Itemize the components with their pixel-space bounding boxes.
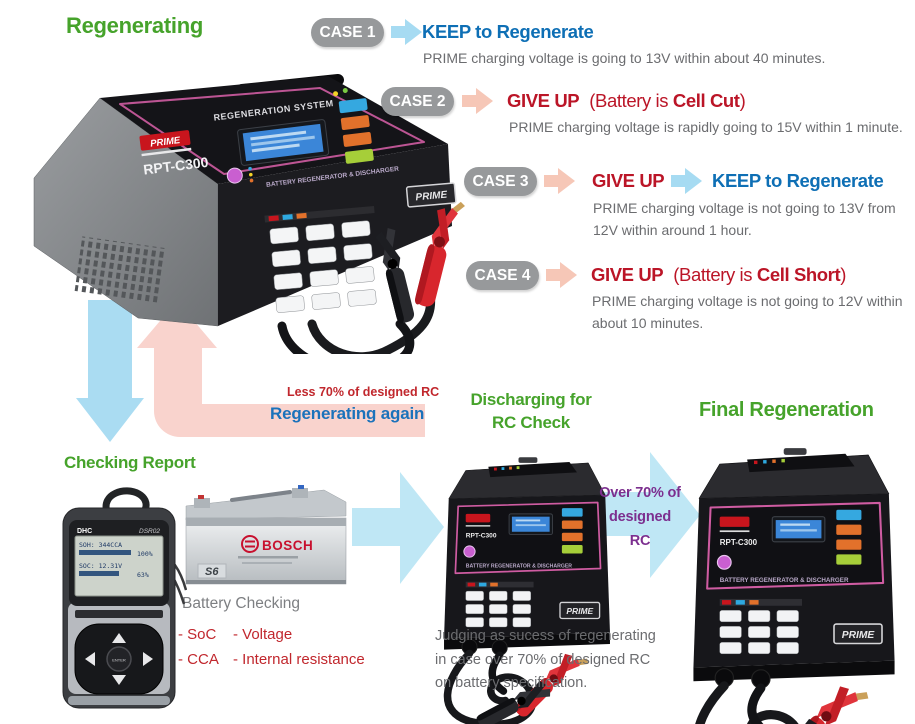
tester-left-button (85, 652, 95, 666)
tester-enter-label: ENTER (112, 658, 126, 663)
tester-right-button (143, 652, 153, 666)
device-button-green (344, 148, 374, 164)
tester-lcd-row3: SOC: 12.31V (79, 562, 122, 570)
battery-terminal-left (194, 498, 210, 508)
tester-lcd-row1: SOH: 344CCA (79, 541, 122, 549)
case-4-desc: PRIME charging voltage is not going to 1… (592, 293, 903, 331)
device-button-orange1 (340, 115, 370, 130)
case-1-arrow-icon (391, 19, 422, 45)
case-4-note: (Battery is Cell Short) (673, 264, 847, 285)
case-2-desc: PRIME charging voltage is rapidly going … (509, 119, 903, 135)
device-model-label: RPT-C300 (142, 154, 209, 178)
case-3-result: GIVE UP (592, 170, 665, 191)
flow-down-arrow-icon (76, 300, 144, 442)
device-cables (277, 289, 436, 354)
bosch-battery-photo: BOSCH S6 (185, 485, 347, 585)
battery-brand-label: BOSCH (262, 538, 313, 553)
device-keypad: PRIME (264, 182, 457, 313)
case-2-result: GIVE UP (Battery is Cell Cut) (507, 90, 746, 112)
battery-checking-caption: Battery Checking (182, 595, 301, 612)
tester-enter-button (106, 646, 132, 672)
case-1-badge: CASE 1 (311, 18, 384, 47)
check-item-soc: - SoC (178, 626, 217, 643)
case-3-desc: PRIME charging voltage is not going to 1… (593, 200, 896, 238)
case-4-result: GIVE UP (Battery is Cell Short) (591, 264, 846, 286)
tester-up-button (112, 633, 126, 643)
check-item-voltage: - Voltage (233, 626, 293, 643)
device-button-orange2 (342, 131, 372, 147)
case-3-arrow-icon (544, 168, 575, 194)
case-2-badge: CASE 2 (381, 87, 454, 116)
tester-down-button (112, 675, 126, 685)
device-button-blue (338, 98, 368, 114)
final-regeneration-title: Final Regeneration (699, 399, 874, 421)
tester-lcd-row2: 100% (137, 550, 153, 558)
tester-lcd-row4: 63% (137, 571, 149, 579)
over-70-arrow-icon (595, 452, 700, 578)
case-3-result-2: KEEP to Regenerate (712, 170, 884, 191)
tester-model-label: DSR02 (139, 528, 160, 535)
check-item-cca: - CCA (178, 651, 219, 668)
case-4-badge: CASE 4 (466, 261, 539, 290)
battery-series-label: S6 (205, 566, 219, 578)
case-3-badge: CASE 3 (464, 167, 537, 196)
regenerating-again-label: Regenerating again (270, 404, 425, 423)
case-4-arrow-icon (546, 262, 577, 288)
case-2-verdict: GIVE UP (507, 90, 580, 111)
final-regeneration-device-photo (674, 432, 914, 724)
battery-tester-photo: DHC DSR02 SOH: 344CCA 100% SOC: 12.31V 6… (62, 487, 187, 709)
case-2-arrow-icon (462, 88, 493, 114)
judging-note: Judging as sucess of regenerating in cas… (435, 628, 656, 691)
case-1-desc: PRIME charging voltage is going to 13V w… (423, 50, 826, 66)
check-item-internal-resistance: - Internal resistance (233, 651, 365, 668)
regenerating-title: Regenerating (66, 13, 203, 38)
check-to-discharge-arrow-icon (352, 472, 444, 584)
bosch-logo-icon (241, 535, 259, 553)
device-vents (74, 236, 166, 304)
less-70-label: Less 70% of designed RC (287, 385, 440, 399)
battery-handle (230, 490, 292, 502)
regenerator-device-photo: REGENERATION SYSTEM PRIME RPT-C300 BATTE… (33, 74, 465, 354)
black-clamp (375, 228, 415, 324)
case-1-result: KEEP to Regenerate (422, 21, 594, 42)
case-4-verdict: GIVE UP (591, 264, 664, 285)
checking-report-title: Checking Report (64, 453, 196, 472)
tester-brand-label: DHC (77, 528, 92, 535)
case-3-second-arrow-icon (671, 168, 702, 194)
device-prime-badge (405, 182, 457, 208)
device-brand-label: PRIME (150, 135, 182, 150)
battery-terminal-right (292, 488, 308, 498)
red-clamp (415, 201, 465, 307)
device-power-button (226, 167, 243, 184)
device-badge-label: PRIME (415, 190, 448, 204)
case-2-note: (Battery is Cell Cut) (589, 90, 746, 111)
